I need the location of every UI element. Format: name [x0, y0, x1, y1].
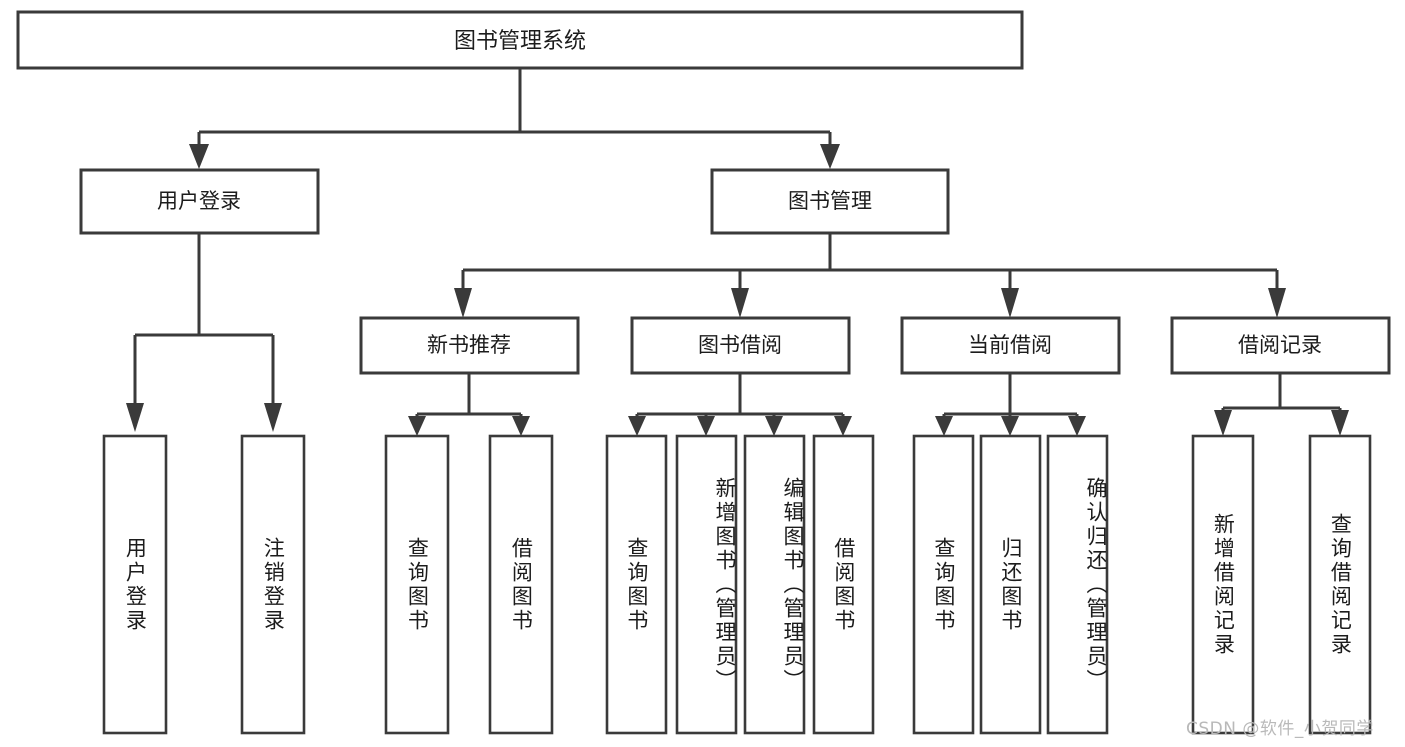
- node-book-management[interactable]: 图书管理: [710, 168, 950, 235]
- root-box[interactable]: [16, 10, 1024, 70]
- arrowhead-leaf-confirm-return: [1068, 416, 1086, 436]
- user-login-label: 用户登录: [157, 189, 241, 213]
- arrowhead-leaf-logout: [264, 403, 282, 432]
- leaf-confirm-return-box[interactable]: [1046, 434, 1109, 735]
- leaf-logout-box[interactable]: [240, 434, 306, 735]
- book-borrow-label: 图书借阅: [698, 333, 782, 357]
- arrowhead-book-borrow: [731, 288, 749, 318]
- new-book-recommend-label: 新书推荐: [427, 333, 511, 357]
- arrowhead-leaf-user-login: [126, 403, 144, 432]
- arrowhead-leaf-borrow-book-2: [834, 416, 852, 436]
- arrowhead-new-book-recommend: [454, 288, 472, 318]
- leaf-user-login-box[interactable]: [102, 434, 168, 735]
- leaf-query-book-3-box[interactable]: [912, 434, 975, 735]
- arrowhead-current-borrow: [1001, 288, 1019, 318]
- arrowhead-leaf-borrow-book-1: [512, 416, 530, 436]
- arrowhead-leaf-query-book-3: [935, 416, 953, 436]
- borrow-record-box[interactable]: [1170, 316, 1391, 375]
- node-current-borrow[interactable]: 当前借阅: [900, 316, 1121, 375]
- arrowhead-leaf-query-book-2: [628, 416, 646, 436]
- node-borrow-record[interactable]: 借阅记录: [1170, 316, 1391, 375]
- leaf-query-book-1-box[interactable]: [384, 434, 450, 735]
- borrow-record-label: 借阅记录: [1238, 333, 1322, 357]
- leaf-edit-book-box[interactable]: [743, 434, 806, 735]
- leaf-borrow-book-2-box[interactable]: [812, 434, 875, 735]
- arrowhead-borrow-record: [1268, 288, 1286, 318]
- leaf-add-record-box[interactable]: [1191, 434, 1255, 735]
- node-new-book-recommend[interactable]: 新书推荐: [359, 316, 580, 375]
- arrowhead-leaf-add-record: [1214, 410, 1232, 436]
- book-management-label: 图书管理: [788, 189, 872, 213]
- arrowhead-leaf-add-book: [697, 416, 715, 436]
- arrowhead-user-login: [189, 144, 209, 169]
- book-management-box[interactable]: [710, 168, 950, 235]
- node-book-borrow[interactable]: 图书借阅: [630, 316, 851, 375]
- leaf-borrow-book-1-box[interactable]: [488, 434, 554, 735]
- arrowhead-leaf-return-book: [1001, 416, 1019, 436]
- csdn-watermark: CSDN @软件_小贺同学: [1186, 719, 1374, 739]
- leaf-query-record-box[interactable]: [1308, 434, 1372, 735]
- node-root[interactable]: 图书管理系统: [16, 10, 1024, 70]
- arrowhead-book-management: [820, 144, 840, 169]
- node-user-login[interactable]: 用户登录: [79, 168, 320, 235]
- new-book-recommend-box[interactable]: [359, 316, 580, 375]
- arrowhead-leaf-query-book-1: [408, 416, 426, 436]
- arrowhead-leaf-edit-book: [765, 416, 783, 436]
- leaf-query-book-2-box[interactable]: [605, 434, 668, 735]
- current-borrow-label: 当前借阅: [968, 333, 1052, 357]
- current-borrow-box[interactable]: [900, 316, 1121, 375]
- book-borrow-box[interactable]: [630, 316, 851, 375]
- leaf-return-book-box[interactable]: [979, 434, 1042, 735]
- arrowhead-leaf-query-record: [1331, 410, 1349, 436]
- leaf-add-book-box[interactable]: [675, 434, 738, 735]
- root-label: 图书管理系统: [454, 29, 586, 54]
